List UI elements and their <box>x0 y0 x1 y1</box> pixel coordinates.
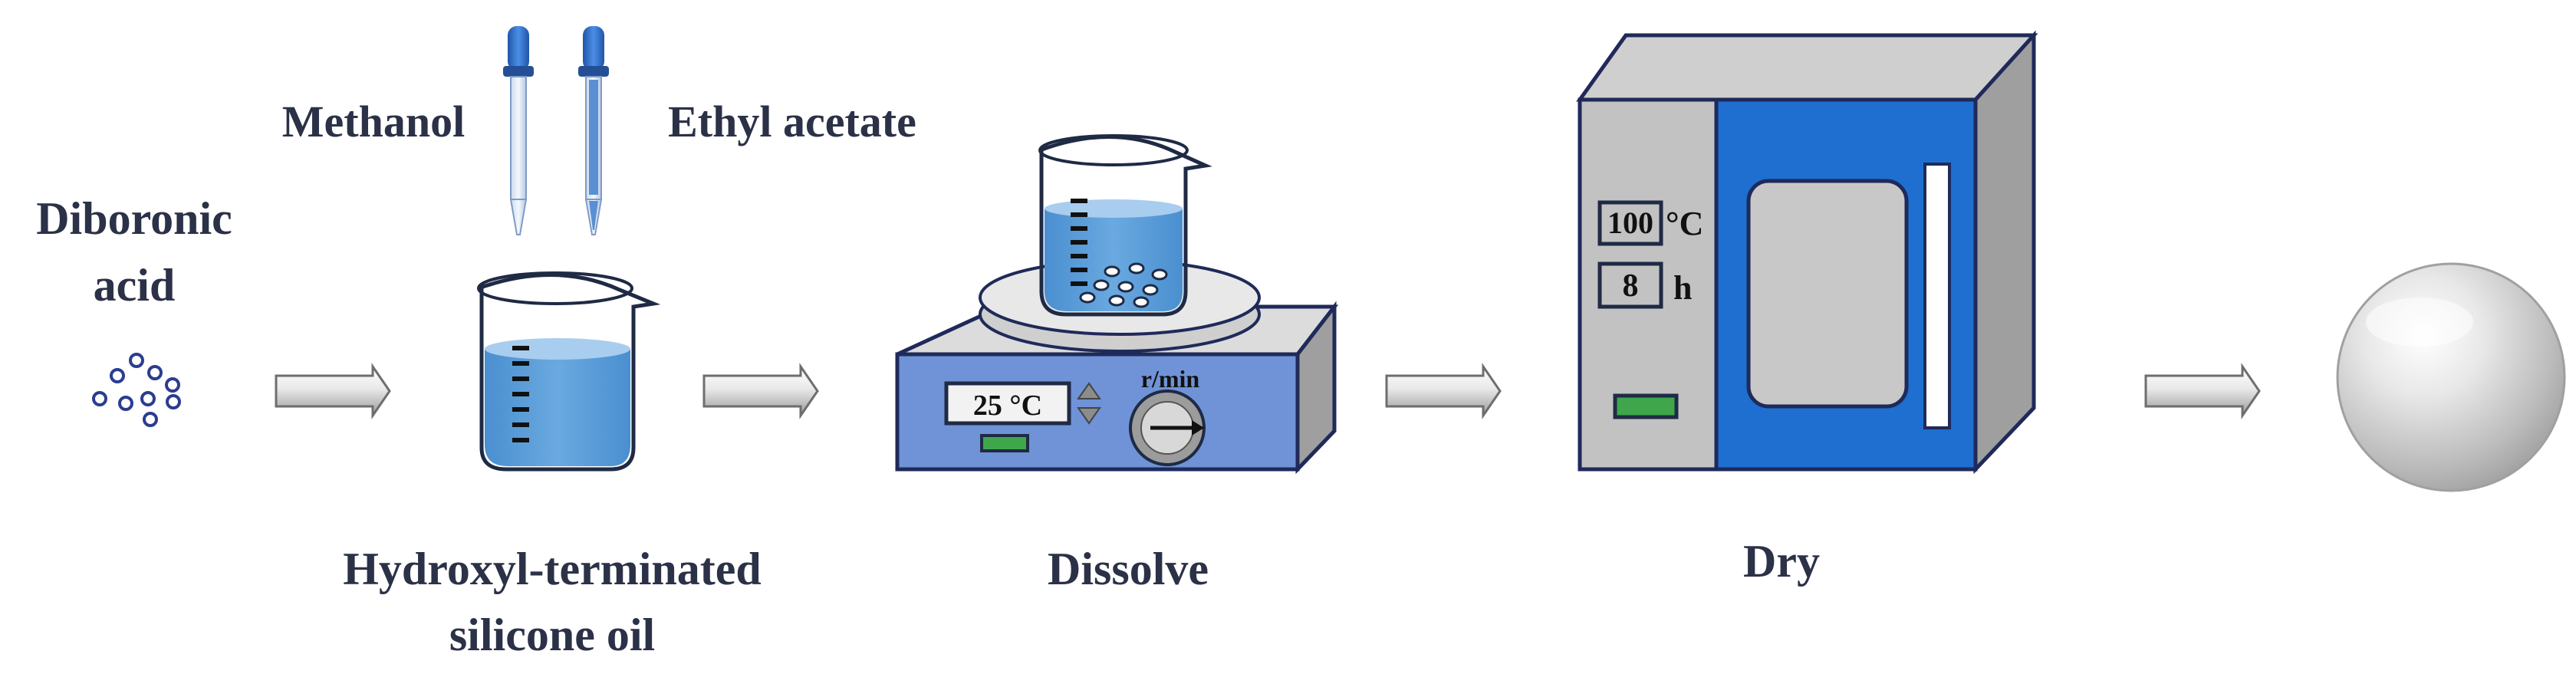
dot-cluster-icon <box>92 353 181 427</box>
drying-oven-icon: 100 °C 8 h <box>1576 30 2038 475</box>
label-silicone-line2: silicone oil <box>449 610 655 660</box>
label-diboronic-line2: acid <box>94 260 176 311</box>
label-dry: Dry <box>1743 536 1820 587</box>
stirrer-speed-unit: r/min <box>1141 365 1200 393</box>
label-dissolve: Dissolve <box>1048 544 1209 594</box>
oven-time-unit: h <box>1673 269 1692 307</box>
arrow-right-icon <box>1385 363 1502 419</box>
stirrer-temperature-display: 25 °C <box>973 390 1042 422</box>
label-diboronic-line1: Diboronic <box>36 193 232 244</box>
oven-temperature-value: 100 <box>1607 205 1653 240</box>
beaker-icon <box>477 271 661 472</box>
oven-temperature-unit: °C <box>1666 205 1703 242</box>
pipette-icon <box>578 26 609 235</box>
pipette-icon <box>503 26 534 235</box>
label-ethyl-acetate: Ethyl acetate <box>668 97 916 146</box>
sphere-icon <box>2336 262 2566 492</box>
arrow-right-icon <box>702 363 819 419</box>
label-methanol: Methanol <box>282 97 465 146</box>
arrow-right-icon <box>275 363 391 419</box>
magnetic-stirrer-icon: 25 °C r/min <box>895 134 1339 475</box>
oven-time-value: 8 <box>1623 268 1639 304</box>
label-silicone-line1: Hydroxyl-terminated <box>343 544 761 594</box>
arrow-right-icon <box>2144 363 2261 419</box>
